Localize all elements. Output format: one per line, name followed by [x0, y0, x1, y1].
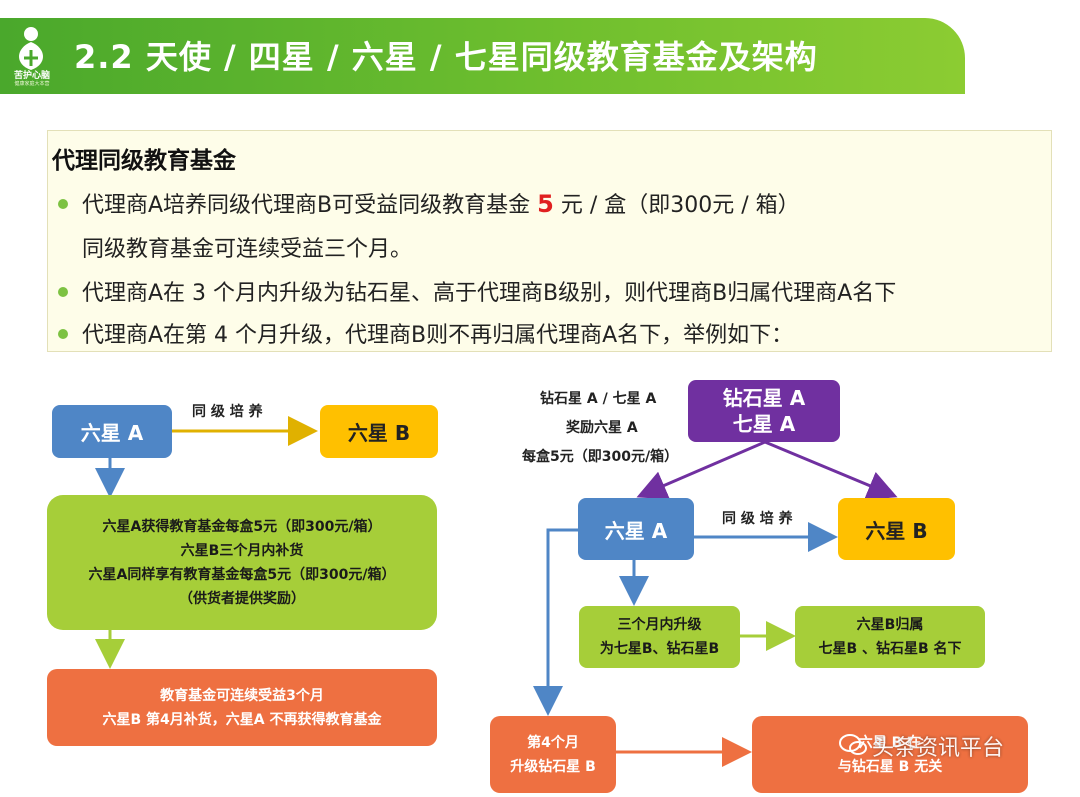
info-panel: 代理同级教育基金 代理商A培养同级代理商B可受益同级教育基金 5 元 / 盒（即… [47, 130, 1052, 352]
bullet-dot-icon [58, 287, 68, 297]
logo-text: 苦护心脑 [13, 71, 50, 81]
wechat-icon [839, 734, 867, 755]
bullet-1-continuation: 同级教育基金可连续受益三个月。 [82, 237, 413, 262]
arrow-purple-to-b [764, 440, 898, 500]
bullet-dot-icon [58, 329, 68, 339]
bullet-3: 代理商A在第 4 个月升级，代理商B则不再归属代理商A名下，举例如下： [58, 317, 793, 349]
note-line-2: 奖励六星 A [566, 420, 638, 436]
peer-label-right: 同 级 培 养 [722, 511, 793, 527]
box-six-star-b-right: 六星 B [838, 498, 955, 560]
box-orange-result-left: 教育基金可连续受益3个月 六星B 第4月补货，六星A 不再获得教育基金 [47, 669, 437, 746]
bullet-2: 代理商A在 3 个月内升级为钻石星、高于代理商B级别，则代理商B归属代理商A名下 [58, 275, 896, 307]
peer-label-left: 同 级 培 养 [192, 404, 263, 420]
logo-icon [18, 27, 44, 70]
box-unrelated: 六星 B 在 与钻石星 B 无关 [752, 716, 1028, 793]
box-six-star-a-left: 六星 A [52, 405, 172, 458]
box-green-benefit-left: 六星A获得教育基金每盒5元（即300元/箱） 六星B三个月内补货 六星A同样享有… [47, 495, 437, 630]
box-diamond-star-a: 钻石星 A 七星 A [688, 380, 840, 442]
box-belongs-to: 六星B归属 七星B 、钻石星B 名下 [795, 606, 985, 668]
highlight-number: 5 [537, 190, 554, 218]
bullet-dot-icon [58, 199, 68, 209]
panel-heading: 代理同级教育基金 [52, 148, 236, 174]
box-month-4-upgrade: 第4个月 升级钻石星 B [490, 716, 616, 793]
page-title: 2.2 天使 / 四星 / 六星 / 七星同级教育基金及架构 [74, 38, 818, 76]
header-banner [0, 18, 965, 94]
note-line-3: 每盒5元（即300元/箱） [522, 449, 679, 465]
box-six-star-a-right: 六星 A [578, 498, 694, 560]
watermark-text: 头条资讯平台 [872, 736, 1005, 761]
box-six-star-b-left: 六星 B [320, 405, 438, 458]
bullet-1: 代理商A培养同级代理商B可受益同级教育基金 5 元 / 盒（即300元 / 箱） [58, 187, 800, 219]
note-line-1: 钻石星 A / 七星 A [540, 391, 657, 407]
logo-subtext: 健康家庭大本营 [14, 81, 50, 87]
arrow-right-elbow [533, 528, 578, 716]
box-upgrade-within-3-months: 三个月内升级 为七星B、钻石星B [579, 606, 740, 668]
